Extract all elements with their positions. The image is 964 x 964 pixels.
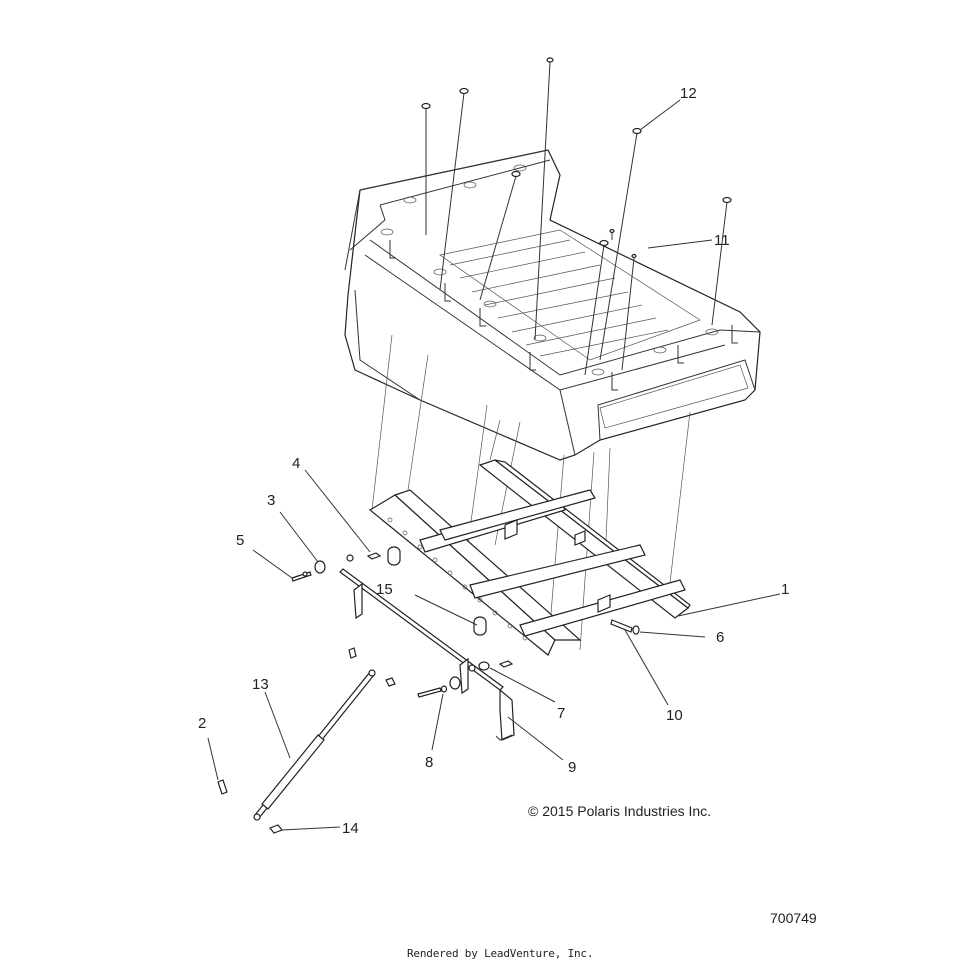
callout-14: 14 xyxy=(342,820,359,837)
frame-rails xyxy=(368,459,691,656)
callout-2: 2 xyxy=(198,715,206,732)
callout-15: 15 xyxy=(376,581,393,598)
push-rivets xyxy=(421,57,732,376)
callout-5: 5 xyxy=(236,532,244,549)
callout-9: 9 xyxy=(568,759,576,776)
callout-1: 1 xyxy=(781,581,789,598)
diagram-number: 700749 xyxy=(770,910,817,926)
callout-12: 12 xyxy=(680,85,697,102)
callout-4: 4 xyxy=(292,455,300,472)
callout-7: 7 xyxy=(557,705,565,722)
callout-labels: 1 2 3 4 5 6 7 8 9 10 11 12 13 14 15 xyxy=(198,85,789,837)
callout-10: 10 xyxy=(666,707,683,724)
hardware-parts xyxy=(217,546,640,834)
callout-11: 11 xyxy=(714,232,730,249)
callout-8: 8 xyxy=(425,754,433,771)
rendered-by-credit: Rendered by LeadVenture, Inc. xyxy=(407,947,594,960)
cargo-box xyxy=(344,149,761,461)
callout-13: 13 xyxy=(252,676,269,693)
copyright-notice: © 2015 Polaris Industries Inc. xyxy=(528,803,712,819)
callout-6: 6 xyxy=(716,629,724,646)
callout-3: 3 xyxy=(267,492,275,509)
leader-lines xyxy=(207,99,781,831)
